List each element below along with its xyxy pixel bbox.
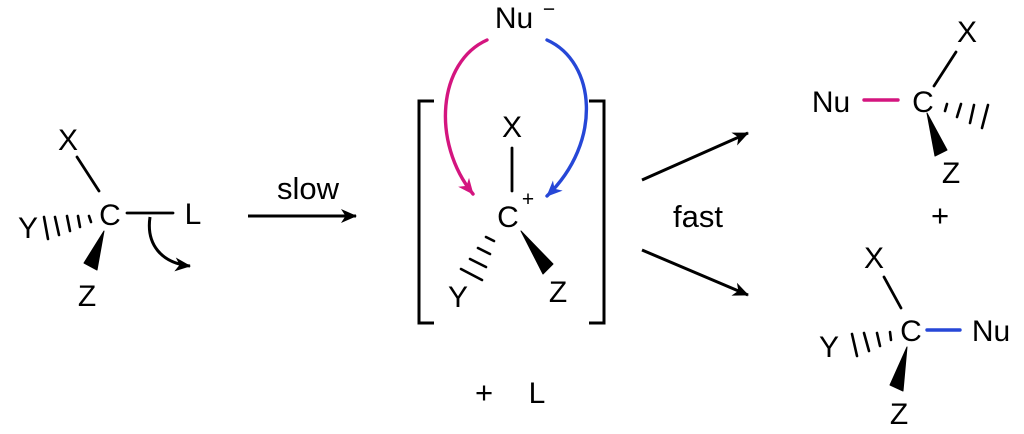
hash-mark <box>459 267 484 282</box>
product-top-nu-label: Nu <box>812 86 850 119</box>
reactant-y-label: Y <box>18 212 38 245</box>
hash-mark <box>53 215 61 237</box>
hashed-wedge-c-back <box>943 102 990 130</box>
hash-mark <box>850 332 859 358</box>
hashed-wedge-c-y <box>459 235 496 282</box>
intermediate-z-label: Z <box>549 276 567 309</box>
slow-reaction-arrow: slow <box>248 171 357 223</box>
hash-mark <box>980 103 990 130</box>
hash-mark <box>943 102 949 113</box>
product-bottom-x-label: X <box>864 242 884 275</box>
reactant-l-label: L <box>185 198 202 231</box>
hash-mark <box>875 331 882 348</box>
carbocation-intermediate: X C + Y Z <box>448 111 567 314</box>
plus-sign: + <box>475 375 493 410</box>
solid-wedge-c-z <box>83 230 105 271</box>
reactant-molecule: X C Y Z L <box>18 124 201 313</box>
fast-reaction-arrows: fast <box>641 131 749 297</box>
hash-mark <box>484 235 496 243</box>
nucleophile-charge: − <box>543 0 555 21</box>
reaction-arrow-upper <box>641 131 749 182</box>
plus-between-products: + <box>931 198 949 233</box>
hash-mark <box>468 257 488 269</box>
product-bottom-nu-label: Nu <box>972 315 1010 348</box>
curved-arrow-attack-right <box>545 38 589 198</box>
hash-mark <box>955 102 963 119</box>
slow-label: slow <box>277 171 340 206</box>
product-bottom-molecule: X C Y Z Nu <box>819 242 1010 431</box>
intermediate-positive-charge: + <box>522 188 534 211</box>
nucleophile-attack: Nu − <box>443 0 589 198</box>
intermediate-brackets <box>417 99 606 325</box>
hash-mark <box>888 330 893 342</box>
right-bracket <box>589 99 606 325</box>
left-bracket <box>417 99 434 325</box>
curved-arrow-bond-breaking <box>147 216 191 272</box>
hash-mark <box>476 246 492 256</box>
leaving-group-label: L <box>529 377 546 410</box>
product-bottom-c-label: C <box>900 315 922 348</box>
intermediate-y-label: Y <box>448 281 468 314</box>
curved-arrow-attack-left <box>443 38 489 196</box>
reactant-x-label: X <box>58 124 78 157</box>
intermediate-c-label: C <box>497 201 519 234</box>
bond-x-c <box>882 275 903 310</box>
hash-mark <box>42 215 50 241</box>
hashed-wedge-c-y <box>850 330 893 358</box>
hashed-wedge-c-y <box>42 214 93 241</box>
reactant-c-label: C <box>99 199 121 232</box>
bond-x-c <box>75 155 101 193</box>
solid-wedge-c-z <box>889 346 908 392</box>
solid-wedge-c-z <box>926 112 948 157</box>
leaving-group-byproduct: + L <box>475 375 545 410</box>
product-top-c-label: C <box>912 86 934 119</box>
hash-mark <box>76 214 82 229</box>
reaction-arrow-lower <box>641 248 749 297</box>
hash-mark <box>65 214 72 233</box>
product-top-x-label: X <box>957 16 977 49</box>
product-top-molecule: Nu C X Z <box>812 16 990 190</box>
hash-mark <box>87 214 93 224</box>
intermediate-x-label: X <box>502 111 522 144</box>
product-bottom-y-label: Y <box>819 331 839 364</box>
hash-mark <box>862 331 871 353</box>
solid-wedge-c-z <box>520 230 554 275</box>
nucleophile-label: Nu <box>495 2 533 35</box>
product-bottom-z-label: Z <box>890 398 908 431</box>
fast-label: fast <box>673 199 723 234</box>
bond-c-x <box>932 50 958 88</box>
reactant-z-label: Z <box>78 280 96 313</box>
hash-mark <box>968 103 976 125</box>
product-top-z-label: Z <box>942 157 960 190</box>
